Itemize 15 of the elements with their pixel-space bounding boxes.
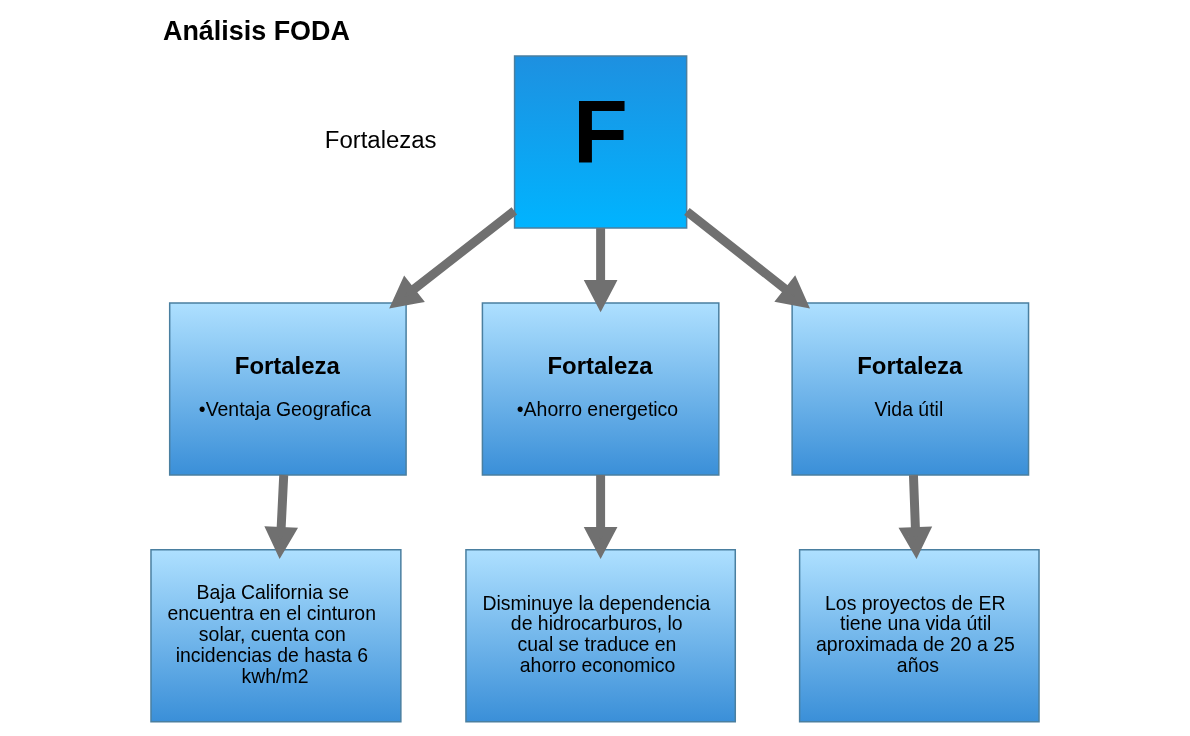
node-box: Los proyectos de ER tiene una vida útil aproximada de 20 a 25 años bbox=[798, 549, 1040, 723]
node-box: F bbox=[513, 55, 688, 229]
node-box: Disminuye la dependencia de hidrocarburos, lo cual se traduce en ahorro economico bbox=[465, 549, 736, 723]
node-box: Fortaleza •Ventaja Geografica bbox=[168, 302, 407, 476]
label: Fortalezas bbox=[324, 125, 437, 153]
arrow bbox=[583, 228, 618, 313]
diagram-title: Análisis FODA bbox=[162, 16, 350, 47]
arrow bbox=[583, 475, 618, 560]
node-box: Baja California se encuentra en el cinturon solar, cuenta con incidencias de hasta 6 kwh/m2 bbox=[150, 549, 402, 723]
arrow bbox=[389, 207, 518, 309]
node-box: Fortaleza Vida útil bbox=[791, 302, 1030, 476]
arrow bbox=[684, 207, 810, 309]
node-box: Fortaleza •Ahorro energetico bbox=[481, 302, 720, 476]
arrow bbox=[264, 474, 299, 560]
arrow bbox=[898, 474, 933, 560]
